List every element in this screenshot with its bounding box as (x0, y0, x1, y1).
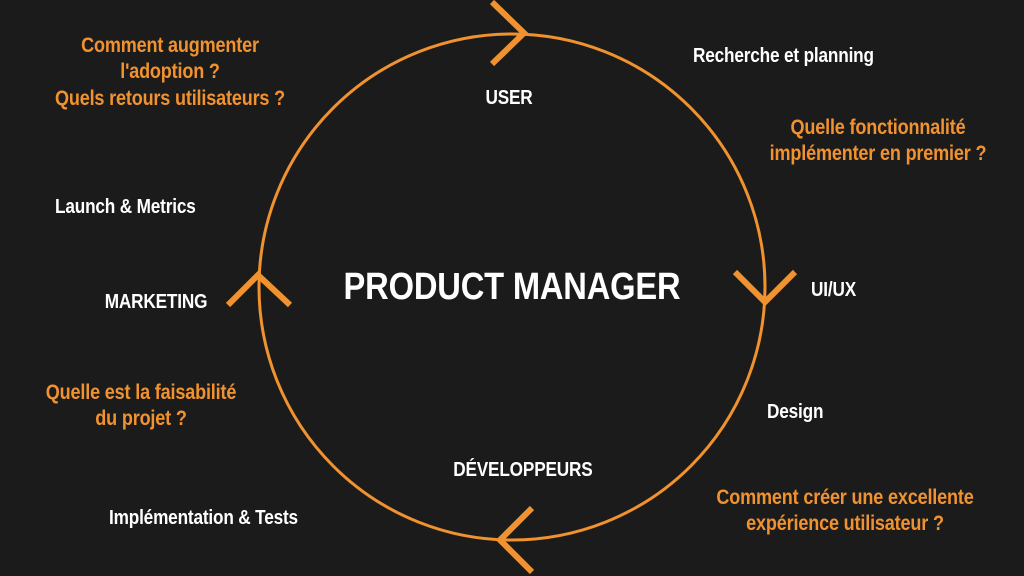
question-line: Comment augmenter (81, 34, 259, 57)
chevron-right-icon (489, 0, 529, 67)
step-design: Design (767, 401, 824, 423)
step-implementation: Implémentation & Tests (109, 507, 298, 529)
question-line: l'adoption ? (120, 60, 220, 84)
chevron-down-icon (732, 269, 798, 307)
chevron-left-icon (495, 505, 535, 575)
question-line: Quels retours utilisateurs ? (54, 86, 286, 110)
question-adoption: Comment augmenter l'adoption ? Quels ret… (41, 33, 299, 112)
step-launch: Launch & Metrics (55, 196, 196, 218)
question-line: Quelle est la faisabilité (45, 381, 237, 404)
question-line: Comment créer une excellente (716, 486, 974, 509)
node-user: USER (485, 87, 533, 109)
node-developers: DÉVELOPPEURS (453, 459, 593, 481)
question-line: Quelle fonctionnalité (790, 116, 966, 139)
node-marketing: MARKETING (104, 291, 208, 313)
chevron-up-icon (225, 270, 293, 308)
step-research: Recherche et planning (693, 45, 874, 67)
question-feasibility: Quelle est la faisabilité du projet ? (34, 380, 249, 433)
node-uiux: UI/UX (811, 279, 857, 301)
question-experience: Comment créer une excellente expérience … (703, 485, 987, 538)
question-line: implémenter en premier ? (769, 142, 987, 166)
question-line: du projet ? (95, 407, 187, 431)
center-title: PRODUCT MANAGER (343, 266, 681, 308)
cycle-circle (257, 32, 767, 542)
question-line: expérience utilisateur ? (746, 512, 944, 536)
question-feature: Quelle fonctionnalité implémenter en pre… (758, 115, 999, 168)
